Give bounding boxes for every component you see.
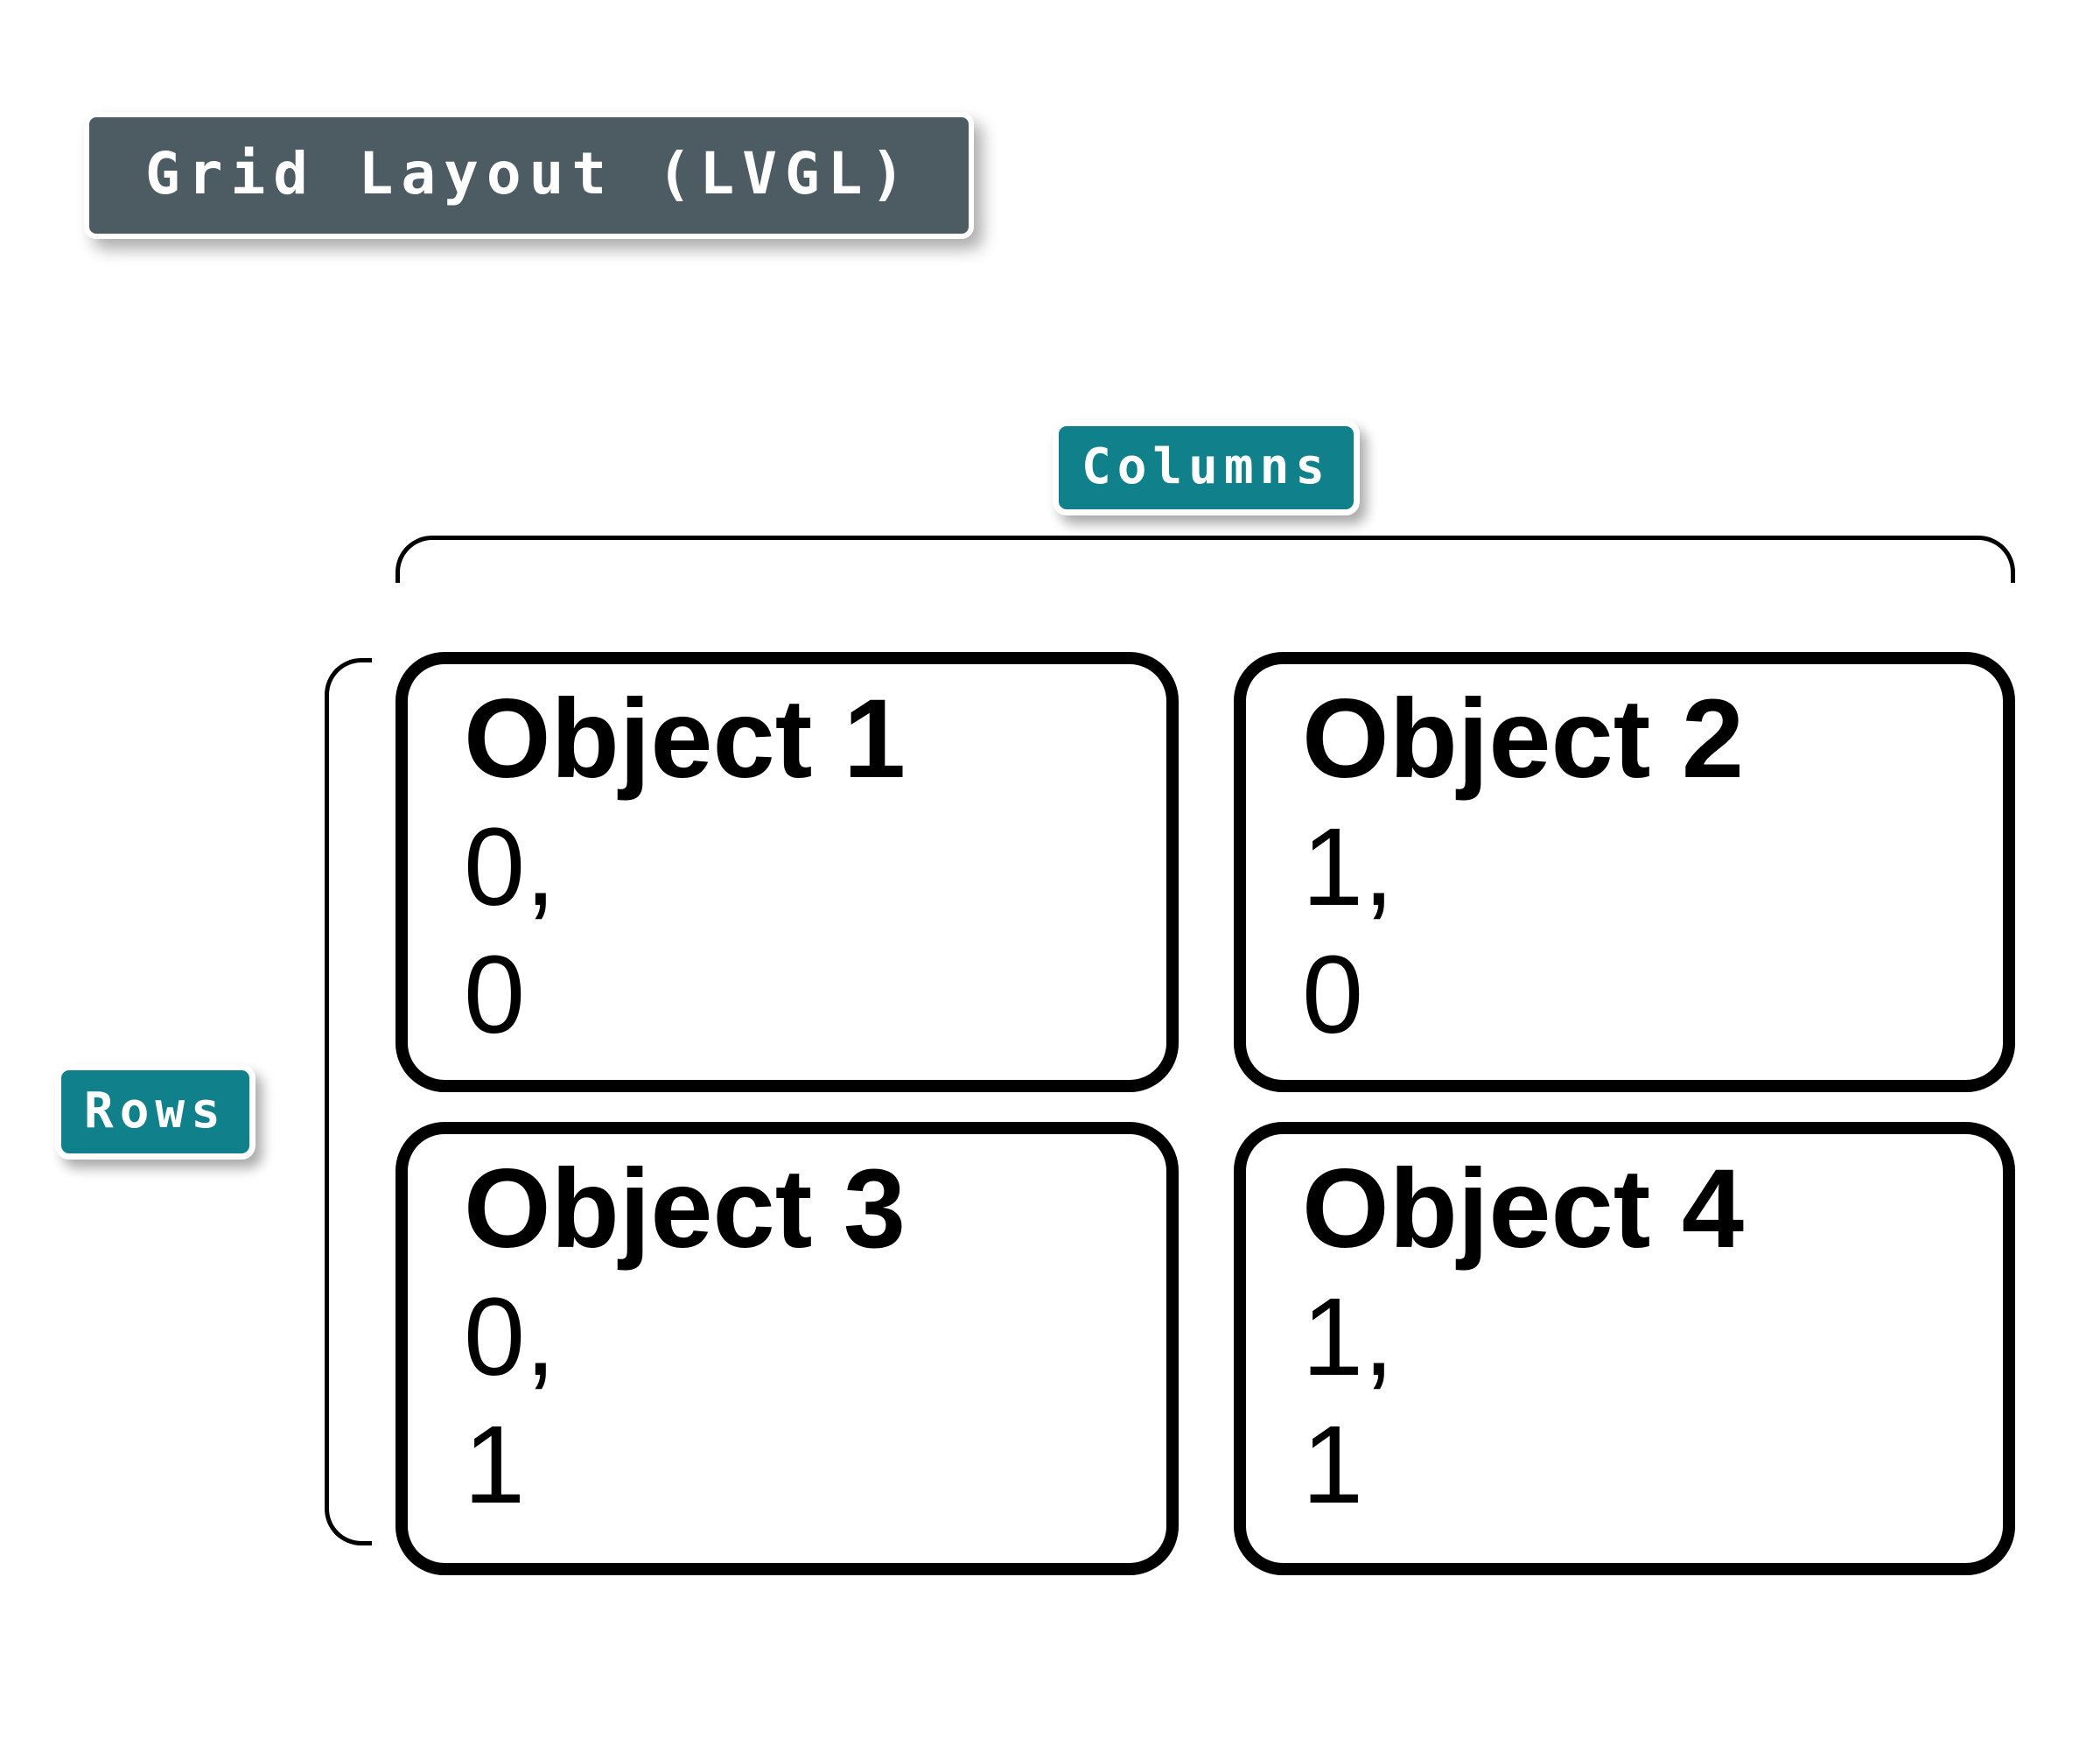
grid-object-card-2: Object 2 1, 0 (1234, 652, 2015, 1092)
grid-object-card-1: Object 1 0, 0 (396, 652, 1179, 1092)
object-grid: Object 1 0, 0 Object 2 1, 0 Object 3 0, … (396, 652, 2015, 1575)
rows-bracket (325, 658, 372, 1545)
object-column-index: 1, (1302, 805, 1395, 929)
object-row-index: 1 (1302, 1403, 1364, 1526)
object-column-index: 1, (1302, 1275, 1395, 1398)
object-row-index: 1 (464, 1403, 526, 1526)
object-title: Object 2 (1302, 676, 1745, 802)
object-row-index: 0 (464, 933, 526, 1056)
columns-bracket (396, 536, 2015, 583)
diagram-title-badge: Grid Layout (LVGL) (84, 112, 975, 239)
object-row-index: 0 (1302, 933, 1364, 1056)
columns-label-badge: Columns (1053, 420, 1361, 515)
object-title: Object 4 (1302, 1146, 1745, 1272)
object-title: Object 1 (464, 676, 906, 802)
object-column-index: 0, (464, 1275, 556, 1398)
grid-object-card-3: Object 3 0, 1 (396, 1122, 1179, 1575)
grid-object-card-4: Object 4 1, 1 (1234, 1122, 2015, 1575)
object-column-index: 0, (464, 805, 556, 929)
object-title: Object 3 (464, 1146, 906, 1272)
rows-label-badge: Rows (55, 1064, 256, 1160)
